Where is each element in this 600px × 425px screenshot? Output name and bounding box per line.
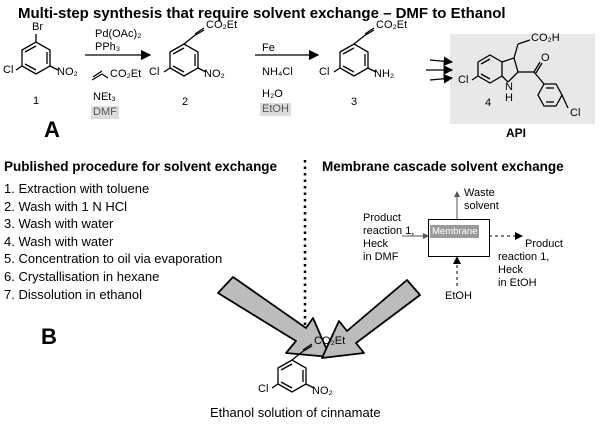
c4-cl-left: Cl bbox=[458, 74, 469, 86]
list-item: 6. Crystallisation in hexane bbox=[4, 268, 160, 284]
etoh-label: EtOH bbox=[445, 290, 472, 302]
feed-label-line1: Product bbox=[363, 212, 401, 224]
c4-oxygen: O bbox=[541, 52, 550, 64]
compound-2-structure bbox=[163, 27, 207, 77]
c3-number: 3 bbox=[351, 96, 358, 108]
compound-3-structure bbox=[333, 27, 377, 77]
list-item: 2. Wash with 1 N HCl bbox=[4, 198, 128, 214]
out-label-line1: Product bbox=[525, 238, 563, 250]
step1-acrylate: CO₂Et bbox=[110, 68, 142, 80]
c3-ester: CO₂Et bbox=[376, 19, 408, 31]
feed-label-line2: reaction 1, bbox=[363, 225, 415, 237]
c3-cl: Cl bbox=[319, 66, 330, 78]
hollow-arrow-left bbox=[217, 276, 331, 358]
published-steps-list: 1. Extraction with toluene 2. Wash with … bbox=[4, 180, 222, 303]
c2-no2: NO₂ bbox=[204, 68, 225, 80]
compound-4-structure bbox=[471, 39, 569, 109]
membrane-unit: Membrane bbox=[428, 219, 490, 257]
compound-1-structure bbox=[15, 34, 59, 75]
c2-number: 2 bbox=[182, 96, 189, 108]
c4-nitrogen: N bbox=[505, 81, 513, 93]
waste-label-line2: solvent bbox=[464, 200, 499, 212]
c4-hydrogen: H bbox=[505, 92, 513, 104]
feed-label-line3: Heck bbox=[363, 238, 389, 250]
list-item: 3. Wash with water bbox=[4, 216, 114, 232]
result-caption: Ethanol solution of cinnamate bbox=[210, 405, 381, 420]
out-label-line2: reaction 1, bbox=[498, 251, 550, 263]
hollow-arrow-right bbox=[321, 279, 421, 359]
step1-ligand: PPh₃ bbox=[95, 41, 121, 53]
step1-catalyst: Pd(OAc)₂ bbox=[95, 28, 142, 40]
list-item: 7. Dissolution in ethanol bbox=[4, 286, 143, 302]
c1-no2: NO₂ bbox=[57, 66, 78, 78]
out-label-line3: Heck bbox=[498, 264, 524, 276]
c1-cl: Cl bbox=[3, 64, 14, 76]
published-heading: Published procedure for solvent exchange bbox=[4, 159, 278, 174]
c2-cl: Cl bbox=[149, 66, 160, 78]
panel-label-a: A bbox=[44, 117, 60, 142]
list-item: 5. Concentration to oil via evaporation bbox=[4, 251, 223, 267]
product-structure bbox=[271, 343, 315, 393]
c4-cl-right: Cl bbox=[570, 107, 581, 119]
c3-nh2: NH₂ bbox=[374, 68, 395, 80]
out-label-line4: in EtOH bbox=[498, 277, 537, 289]
waste-label-line1: Waste bbox=[464, 187, 495, 199]
api-label: API bbox=[506, 126, 527, 140]
c4-number: 4 bbox=[485, 97, 492, 109]
list-item: 1. Extraction with toluene bbox=[4, 181, 150, 196]
product-cl: Cl bbox=[258, 383, 269, 395]
c1-br: Br bbox=[32, 21, 43, 33]
product-no2: NO₂ bbox=[312, 385, 333, 397]
c1-number: 1 bbox=[33, 95, 40, 107]
c4-acid: CO₂H bbox=[531, 32, 560, 44]
step1-solvent: DMF bbox=[91, 106, 119, 119]
list-item: 4. Wash with water bbox=[4, 233, 114, 249]
multi-step-arrows bbox=[426, 56, 454, 84]
feed-label-line4: in DMF bbox=[363, 251, 399, 263]
product-ester: CO₂Et bbox=[314, 335, 346, 347]
step2-nh4cl: NH₄Cl bbox=[262, 66, 293, 78]
step2-water: H₂O bbox=[262, 88, 283, 100]
step2-iron: Fe bbox=[262, 42, 275, 54]
ethyl-acrylate-structure bbox=[91, 70, 109, 81]
panel-label-b: B bbox=[41, 324, 57, 349]
page-title: Multi-step synthesis that require solven… bbox=[18, 5, 506, 22]
membrane-heading: Membrane cascade solvent exchange bbox=[322, 159, 564, 174]
membrane-label: Membrane bbox=[430, 225, 480, 238]
step1-base: NEt₃ bbox=[93, 91, 116, 103]
step2-solvent: EtOH bbox=[260, 103, 291, 116]
c2-ester: CO₂Et bbox=[206, 19, 238, 31]
